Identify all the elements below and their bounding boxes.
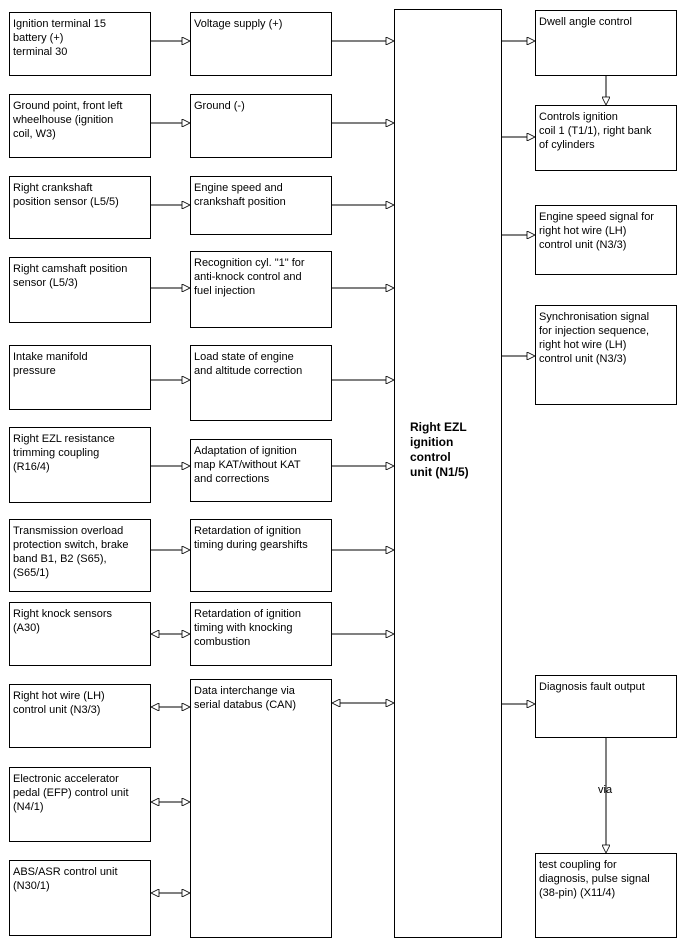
input-efp-control-unit: Electronic accelerator pedal (EFP) contr… <box>9 767 151 842</box>
function-gearshift-retardation: Retardation of ignition timing during ge… <box>190 519 332 592</box>
output-dwell-angle-control: Dwell angle control <box>535 10 677 76</box>
input-resistance-trimming-coupling: Right EZL resistance trimming coupling (… <box>9 427 151 503</box>
input-knock-sensors: Right knock sensors (A30) <box>9 602 151 666</box>
input-hot-wire-control-unit: Right hot wire (LH) control unit (N3/3) <box>9 684 151 748</box>
output-diagnosis-fault: Diagnosis fault output <box>535 675 677 738</box>
input-intake-manifold-pressure: Intake manifold pressure <box>9 345 151 410</box>
input-crankshaft-sensor: Right crankshaft position sensor (L5/5) <box>9 176 151 239</box>
function-engine-speed: Engine speed and crankshaft position <box>190 176 332 235</box>
input-transmission-overload-switch: Transmission overload protection switch,… <box>9 519 151 592</box>
function-cylinder-recognition: Recognition cyl. "1" for anti-knock cont… <box>190 251 332 328</box>
function-ignition-map-adaptation: Adaptation of ignition map KAT/without K… <box>190 439 332 502</box>
control-unit-label: Right EZL ignition control unit (N1/5) <box>410 420 469 479</box>
input-camshaft-sensor: Right camshaft position sensor (L5/3) <box>9 257 151 323</box>
function-knock-retardation: Retardation of ignition timing with knoc… <box>190 602 332 666</box>
function-ground: Ground (-) <box>190 94 332 158</box>
output-test-coupling: test coupling for diagnosis, pulse signa… <box>535 853 677 938</box>
control-unit-box: Right EZL ignition control unit (N1/5) <box>394 9 502 938</box>
output-ignition-coil-control: Controls ignition coil 1 (T1/1), right b… <box>535 105 677 171</box>
function-can-data-interchange: Data interchange via serial databus (CAN… <box>190 679 332 938</box>
function-voltage-supply: Voltage supply (+) <box>190 12 332 76</box>
via-label: via <box>598 784 613 796</box>
input-abs-asr-control-unit: ABS/ASR control unit (N30/1) <box>9 860 151 936</box>
input-ignition-terminal: Ignition terminal 15 battery (+) termina… <box>9 12 151 76</box>
function-load-state: Load state of engine and altitude correc… <box>190 345 332 421</box>
output-synchronisation-signal: Synchronisation signal for injection seq… <box>535 305 677 405</box>
output-engine-speed-signal: Engine speed signal for right hot wire (… <box>535 205 677 275</box>
input-ground-point: Ground point, front left wheelhouse (ign… <box>9 94 151 158</box>
